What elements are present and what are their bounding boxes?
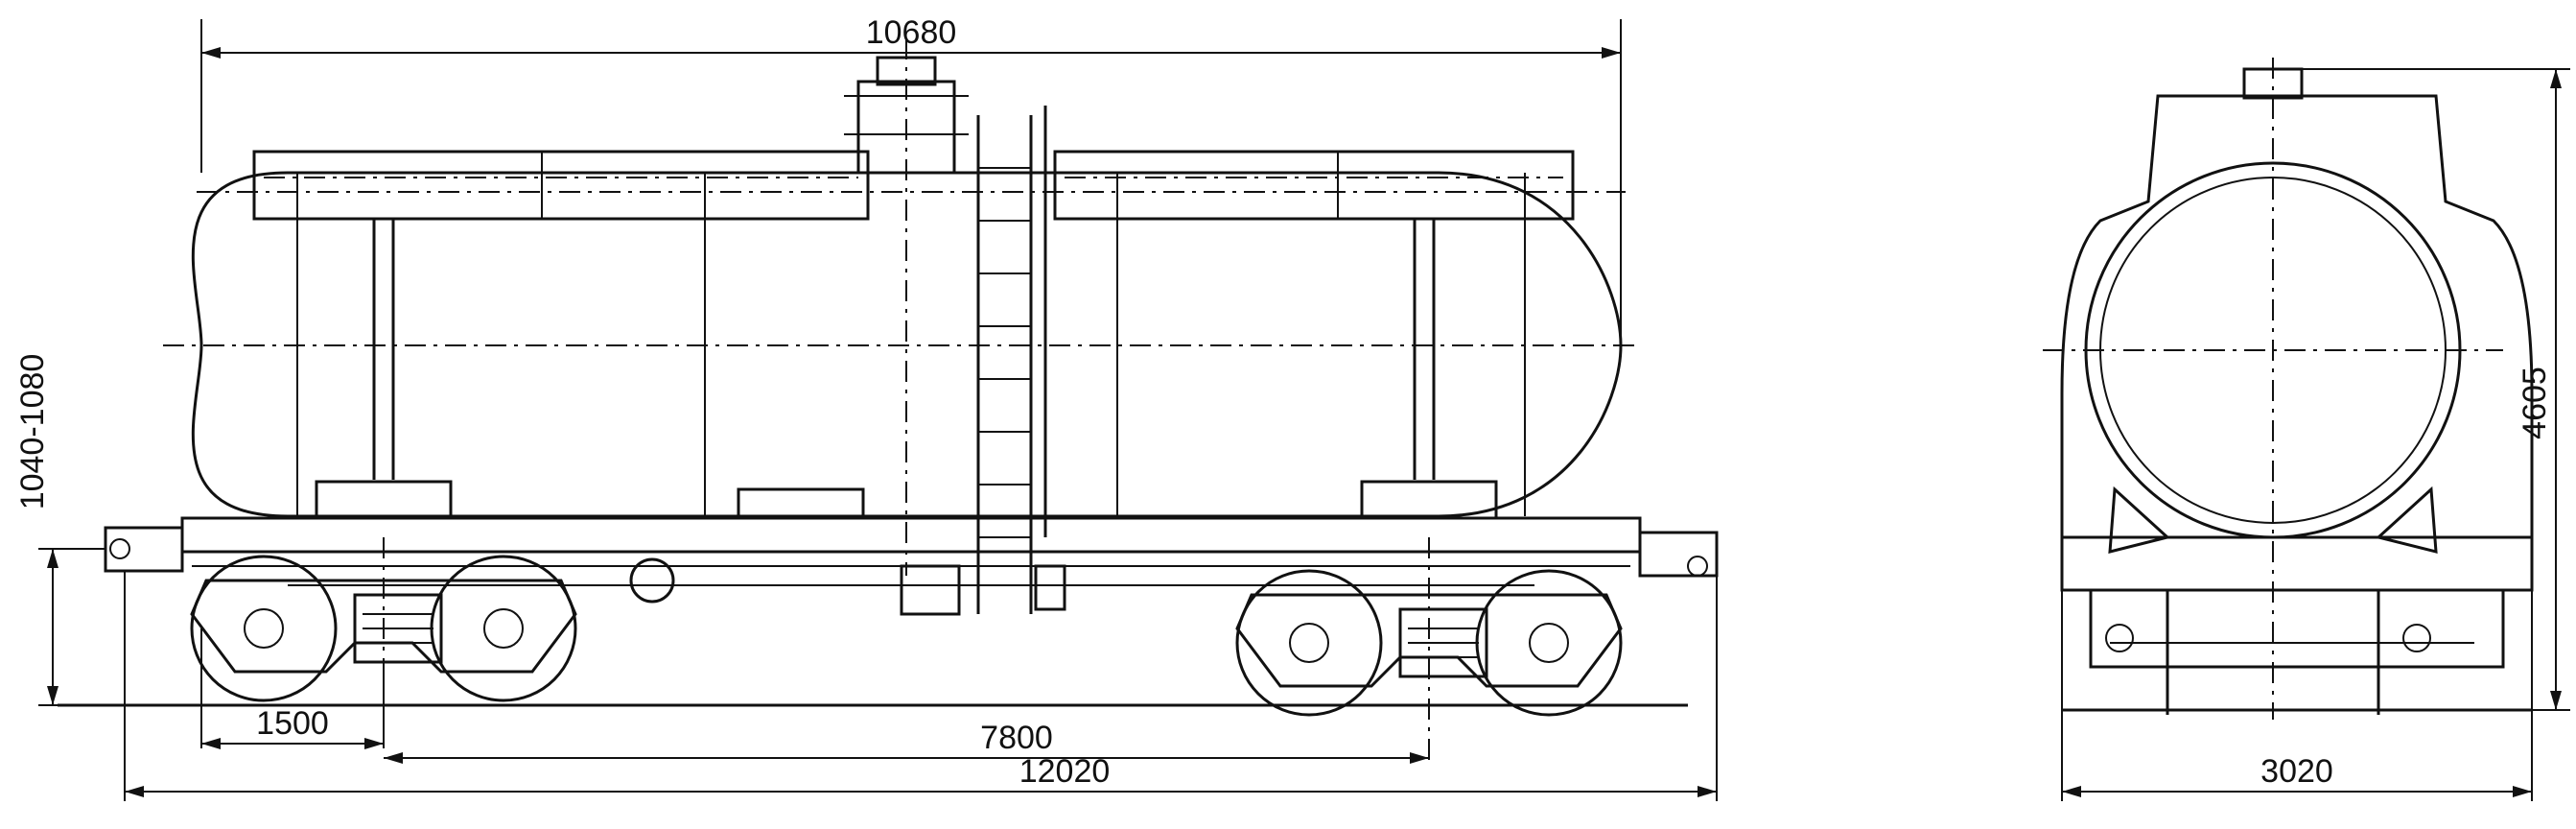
end-profile	[2060, 94, 2534, 592]
dim-coupler-height: 1040-1080	[14, 354, 51, 510]
tank-shell	[191, 171, 1623, 518]
dimension-coupler-height: 1040-1080	[14, 354, 105, 706]
dim-bogie-centers: 7800	[980, 720, 1053, 756]
dim-length-over-couplers: 12020	[1019, 753, 1111, 790]
dim-overall-width: 3020	[2260, 753, 2333, 790]
coupler-left	[104, 526, 184, 573]
end-view: 4605 3020	[2043, 58, 2570, 801]
coupler-right	[1638, 531, 1719, 578]
dimension-length-over-couplers: 12020	[124, 571, 1718, 801]
walkway-right	[1053, 150, 1575, 480]
dimension-bogie-centers: 7800	[384, 720, 1429, 764]
dimension-overall-height: 4605	[2302, 68, 2570, 711]
bogie-right	[1235, 537, 1623, 768]
dim-tank-length: 10680	[866, 14, 957, 51]
dimension-bogie-wheelbase: 1500	[200, 628, 385, 749]
dimension-overall-width: 3020	[2061, 590, 2533, 801]
dim-overall-height: 4605	[2517, 367, 2553, 439]
side-view: 10680 1040-1080 1500 7800 12020	[14, 14, 1719, 801]
bogie-left	[190, 537, 577, 729]
ladder	[976, 106, 1047, 614]
walkway-left	[252, 150, 870, 480]
dim-bogie-wheelbase: 1500	[256, 705, 329, 742]
dimension-tank-length: 10680	[200, 14, 1622, 345]
